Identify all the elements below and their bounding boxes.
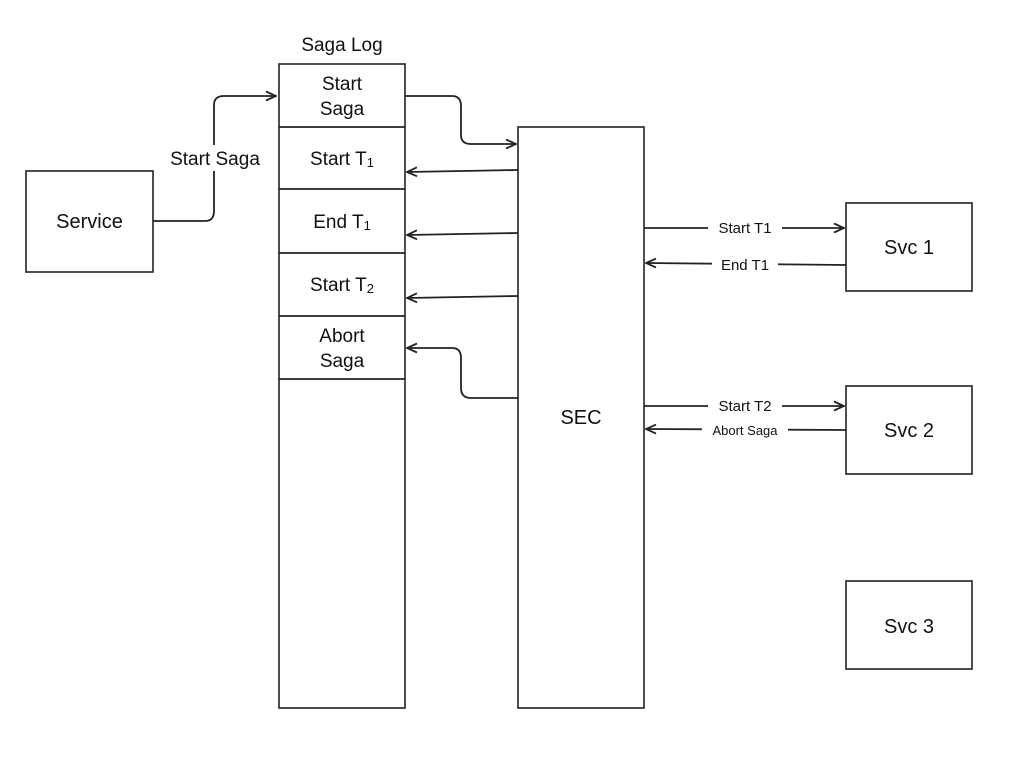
svc1-to-sec-label: End T1 <box>721 257 769 274</box>
log-entry-abort-saga-line2: Saga <box>320 351 365 372</box>
svc2-to-sec-label-bg <box>702 420 788 439</box>
svc1-to-sec-label-bg <box>712 254 778 274</box>
svc-1-node: Svc 1 <box>845 202 973 292</box>
service-node: Service <box>25 170 154 273</box>
sec-label: SEC <box>560 407 601 429</box>
sec-to-svc2-label-bg <box>708 395 782 415</box>
service-label: Service <box>56 211 123 233</box>
svc-3-label: Svc 3 <box>884 616 934 638</box>
log-to-sec-connector <box>405 95 516 144</box>
log-entry-start-saga-line2: Saga <box>320 99 365 120</box>
sec-to-log-start-t1-arrow <box>407 170 519 172</box>
sec-to-svc1-label-bg <box>708 217 782 237</box>
svc2-to-sec-label: Abort Saga <box>712 423 778 438</box>
sec-to-log-end-t1-arrow <box>407 233 519 235</box>
service-to-log-label: Start Saga <box>170 149 260 170</box>
sec-to-svc1-label: Start T1 <box>718 220 771 237</box>
svc-2-node: Svc 2 <box>845 385 973 475</box>
service-to-log-label-bg <box>158 145 272 171</box>
saga-log: Start Saga Start T1 End T1 Start T2 Abor… <box>278 63 406 709</box>
log-entry-start-t1: Start T1 <box>310 149 374 170</box>
svc-2-label: Svc 2 <box>884 420 934 442</box>
sec-to-log-start-t2-arrow <box>407 296 519 298</box>
log-entry-abort-saga-line1: Abort <box>319 326 365 347</box>
sec-node: SEC <box>517 126 645 709</box>
sec-to-svc2-label: Start T2 <box>718 398 771 415</box>
log-entry-start-t2: Start T2 <box>310 275 374 296</box>
svc-1-label: Svc 1 <box>884 237 934 259</box>
saga-log-title: Saga Log <box>301 35 382 56</box>
svc-3-node: Svc 3 <box>845 580 973 670</box>
log-entry-start-saga-line1: Start <box>322 74 363 95</box>
sec-to-log-abort-saga-connector <box>407 348 518 399</box>
log-entry-end-t1: End T1 <box>313 212 371 233</box>
